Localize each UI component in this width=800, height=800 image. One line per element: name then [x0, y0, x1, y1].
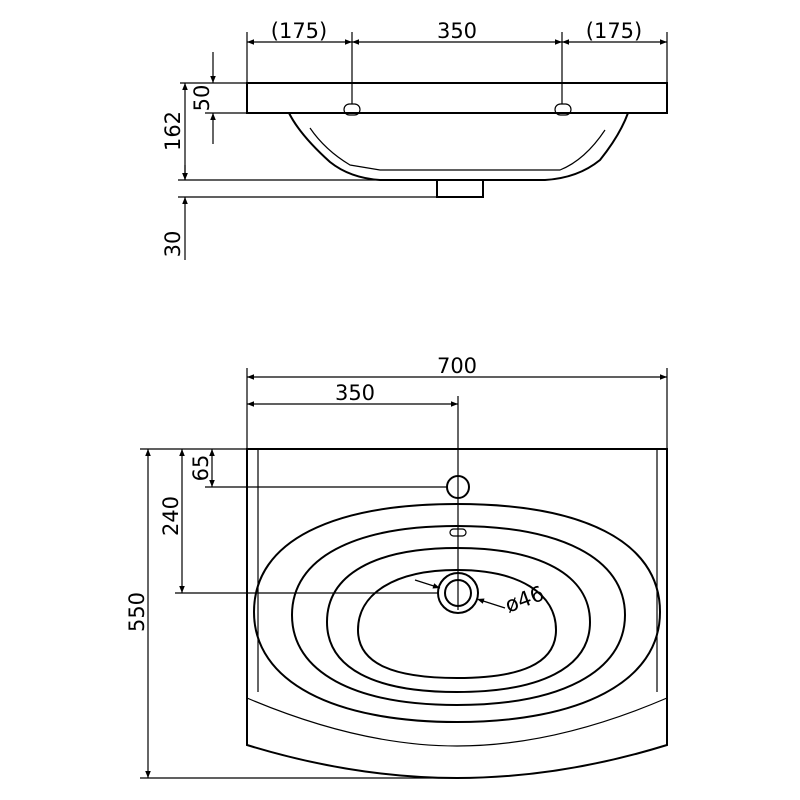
bowl-ring-third [325, 546, 592, 694]
label-rim-thickness: 50 [190, 85, 214, 112]
bowl-inner-line [309, 127, 606, 171]
elevation-view: (175) 350 (175) 50 162 30 [161, 19, 668, 260]
label-drain-from-back: 240 [159, 496, 183, 536]
label-hole-right-offset: (175) [586, 19, 642, 43]
label-hole-left-offset: (175) [271, 19, 327, 43]
basin-inner-border [257, 449, 658, 692]
basin-front-curve [246, 697, 668, 747]
tap-hole-right [554, 103, 572, 116]
bowl-ring-outer [252, 502, 662, 724]
label-drain-diameter: ø46 [502, 581, 547, 617]
dim-drain-diameter-left [414, 579, 441, 589]
label-overall-depth: 550 [125, 592, 149, 632]
label-drain-height: 30 [161, 231, 185, 258]
drain-stub [436, 179, 484, 198]
bowl-ring-second [290, 524, 627, 707]
label-overall-width: 700 [437, 354, 477, 378]
plan-view: 700 350 65 240 550 ø46 [125, 354, 668, 780]
basin-outline [246, 448, 668, 780]
label-basin-depth: 162 [161, 111, 185, 151]
label-tap-hole-offset: 350 [335, 381, 375, 405]
label-tap-hole-from-back: 65 [189, 455, 213, 482]
bowl-ring-inner [356, 568, 558, 680]
rim-slab [246, 82, 668, 114]
label-hole-spacing: 350 [437, 19, 477, 43]
dim-drain-diameter-right [476, 598, 506, 609]
